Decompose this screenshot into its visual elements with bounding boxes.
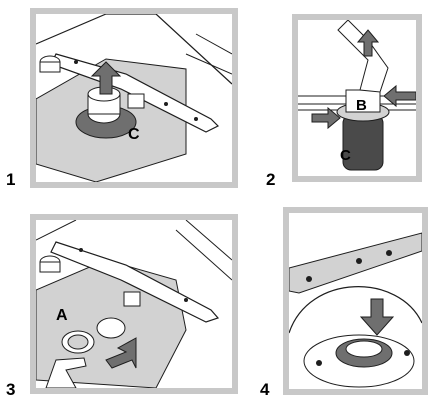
step-2-panel: B C (292, 14, 422, 182)
step-4-panel (283, 207, 428, 395)
step-1-illustration: C (36, 14, 232, 182)
label-a: A (56, 307, 68, 324)
down-arrow-icon (359, 298, 395, 336)
up-arrow-icon (90, 61, 122, 95)
hand-icon (337, 20, 389, 93)
step-3-illustration: A (36, 220, 232, 388)
hand-icon (45, 357, 87, 388)
step-number-3: 3 (6, 380, 16, 399)
up-arrow-icon (356, 29, 380, 57)
step-4-illustration (289, 232, 422, 388)
spray-arm-icon (50, 53, 220, 133)
step-2-illustration: B C (298, 20, 416, 171)
step-1-panel: C (30, 8, 238, 188)
label-b: B (356, 97, 367, 114)
spray-arm-icon (289, 232, 422, 294)
label-c: C (128, 126, 140, 143)
step-number-4: 4 (260, 380, 270, 399)
step-number-1: 1 (6, 170, 16, 189)
label-c: C (340, 147, 351, 164)
step-3-panel: A (30, 214, 238, 394)
step-number-2: 2 (266, 170, 276, 189)
spray-arm-icon (50, 241, 220, 323)
